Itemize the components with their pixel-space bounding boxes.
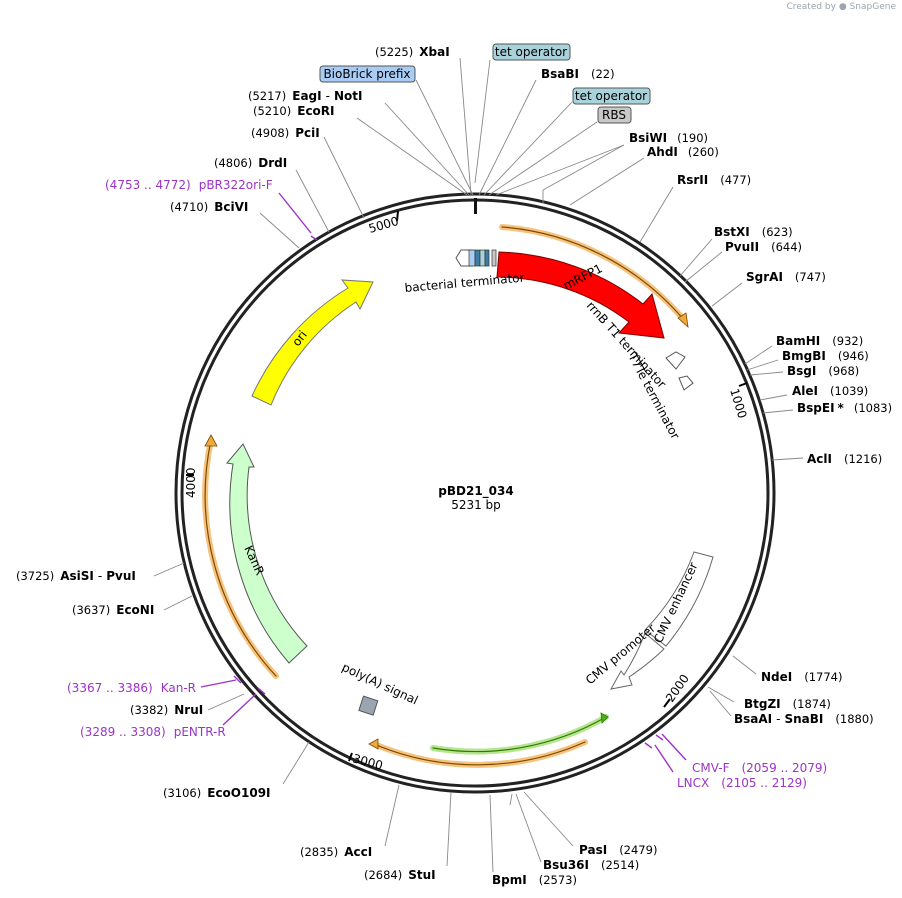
- cmv-enhancer-feature: [644, 551, 714, 647]
- enzyme-acci: (2835)AccI: [300, 845, 372, 859]
- enzyme-bsgi: BsgI(968): [787, 364, 859, 378]
- enzyme-btgzi: BtgZI(1874): [744, 697, 831, 711]
- primer-lncx: LNCX(2105 .. 2129): [677, 776, 807, 790]
- enzyme-pvuii: PvuII(644): [725, 240, 802, 254]
- polya-signal-feature: [358, 695, 379, 716]
- cmv-orf-arrowhead-left: [368, 738, 379, 750]
- enzyme-bsiwi: BsiWI(190): [629, 131, 708, 145]
- polya-signal-label: poly(A) signal: [340, 660, 420, 707]
- bacterial-terminator-label: bacterial terminator: [404, 271, 525, 295]
- enzyme-pasi: PasI(2479): [579, 843, 657, 857]
- ori-feature: [251, 279, 374, 406]
- enzyme-bsabi: BsaBI(22): [541, 67, 615, 81]
- tag-biobrick-prefix: BioBrick prefix: [319, 65, 416, 83]
- tag-tet-operator-2: tet operator: [572, 87, 651, 105]
- mrfp1-feature: [496, 251, 665, 339]
- kanr-orf-arrowhead: [204, 434, 218, 447]
- snapgene-logo-icon: ●: [838, 2, 847, 12]
- enzyme-bspei: BspEI*(1083): [797, 401, 892, 415]
- enzyme-alei: AleI(1039): [792, 384, 868, 398]
- cmv-promoter-feature: [610, 632, 665, 690]
- credit-brand: SnapGene: [849, 2, 896, 12]
- promoter-block: [468, 198, 497, 267]
- enzyme-eagi-noti: (5217)EagI-NotI: [248, 89, 362, 103]
- enzyme-bamhi: BamHI(932): [776, 334, 863, 348]
- enzyme-asisi-pvui: (3725)AsiSI-PvuI: [16, 569, 136, 583]
- tick-label-2000: 2000: [663, 672, 692, 705]
- primer-kan-r: (3367 .. 3386)Kan-R: [67, 681, 196, 695]
- enzyme-ndei: NdeI(1774): [761, 670, 843, 684]
- enzyme-nrui: (3382)NruI: [130, 703, 203, 717]
- orf-arcs: [202, 224, 687, 768]
- tag-rbs-label: RBS: [602, 108, 626, 122]
- enzyme-bmgbi: BmgBI(946): [782, 349, 869, 363]
- enzyme-ahdi: AhdI(260): [647, 145, 719, 159]
- enzyme-xbai: (5225)XbaI: [375, 45, 450, 59]
- primer-marks: [200, 192, 687, 773]
- primer-labels: (4753 .. 4772)pBR322ori-F (3367 .. 3386)…: [67, 178, 827, 790]
- primer-pbr322ori-f: (4753 .. 4772)pBR322ori-F: [105, 178, 273, 192]
- tick-label-3000: 3000: [351, 751, 384, 772]
- enzyme-drdi: (4806)DrdI: [214, 156, 287, 170]
- tag-tet-operator-2-label: tet operator: [575, 89, 647, 103]
- tag-biobrick-prefix-label: BioBrick prefix: [323, 67, 410, 81]
- enzyme-sgrai: SgrAI(747): [746, 270, 826, 284]
- enzyme-econi: (3637)EcoNI: [72, 603, 154, 617]
- enzyme-bsaai-snabi: BsaAI-SnaBI(1880): [734, 712, 874, 726]
- tag-rbs: RBS: [597, 106, 632, 124]
- snapgene-credit: Created by ● SnapGene: [786, 2, 896, 12]
- enzyme-bsu36i: Bsu36I(2514): [543, 858, 639, 872]
- tick-label-1000: 1000: [727, 387, 749, 420]
- enzyme-rsrii: RsrII(477): [677, 173, 751, 187]
- tick-marks: [186, 210, 748, 762]
- enzyme-bcivi: (4710)BciVI: [170, 200, 248, 214]
- backbone-outer: [174, 192, 776, 794]
- enzyme-bpmi: BpmI(2573): [492, 873, 577, 887]
- credit-prefix: Created by: [786, 2, 836, 12]
- enzyme-acli: AclI(1216): [807, 452, 882, 466]
- primer-pentr-r: (3289 .. 3308)pENTR-R: [80, 725, 226, 739]
- enzyme-ecori: (5210)EcoRI: [253, 104, 335, 118]
- leader-lines: [153, 57, 804, 873]
- t7te-terminator-feature: [678, 375, 694, 391]
- plasmid-name: pBD21_034: [438, 484, 513, 499]
- kanr-feature: [226, 443, 308, 664]
- tag-tet-operator-1-label: tet operator: [495, 45, 567, 59]
- enzyme-stui: (2684)StuI: [364, 868, 436, 882]
- rrnb-terminator-feature: [665, 351, 686, 370]
- cmv-orf-arrowhead-right: [600, 712, 609, 724]
- primer-cmv-f: CMV-F(2059 .. 2079): [692, 761, 827, 775]
- enzyme-labels: (5225)XbaI BsaBI(22) (5217)EagI-NotI (52…: [16, 45, 892, 887]
- tick-label-4000: 4000: [184, 467, 198, 498]
- enzyme-pcii: (4908)PciI: [251, 126, 320, 140]
- enzyme-ecoo109i: (3106)EcoO109I: [163, 786, 271, 800]
- mrfp1-orf-arrowhead: [677, 312, 689, 329]
- enzyme-bstxi: BstXI(623): [714, 225, 793, 239]
- tag-tet-operator-1: tet operator: [492, 43, 571, 61]
- plasmid-size: 5231 bp: [451, 498, 501, 512]
